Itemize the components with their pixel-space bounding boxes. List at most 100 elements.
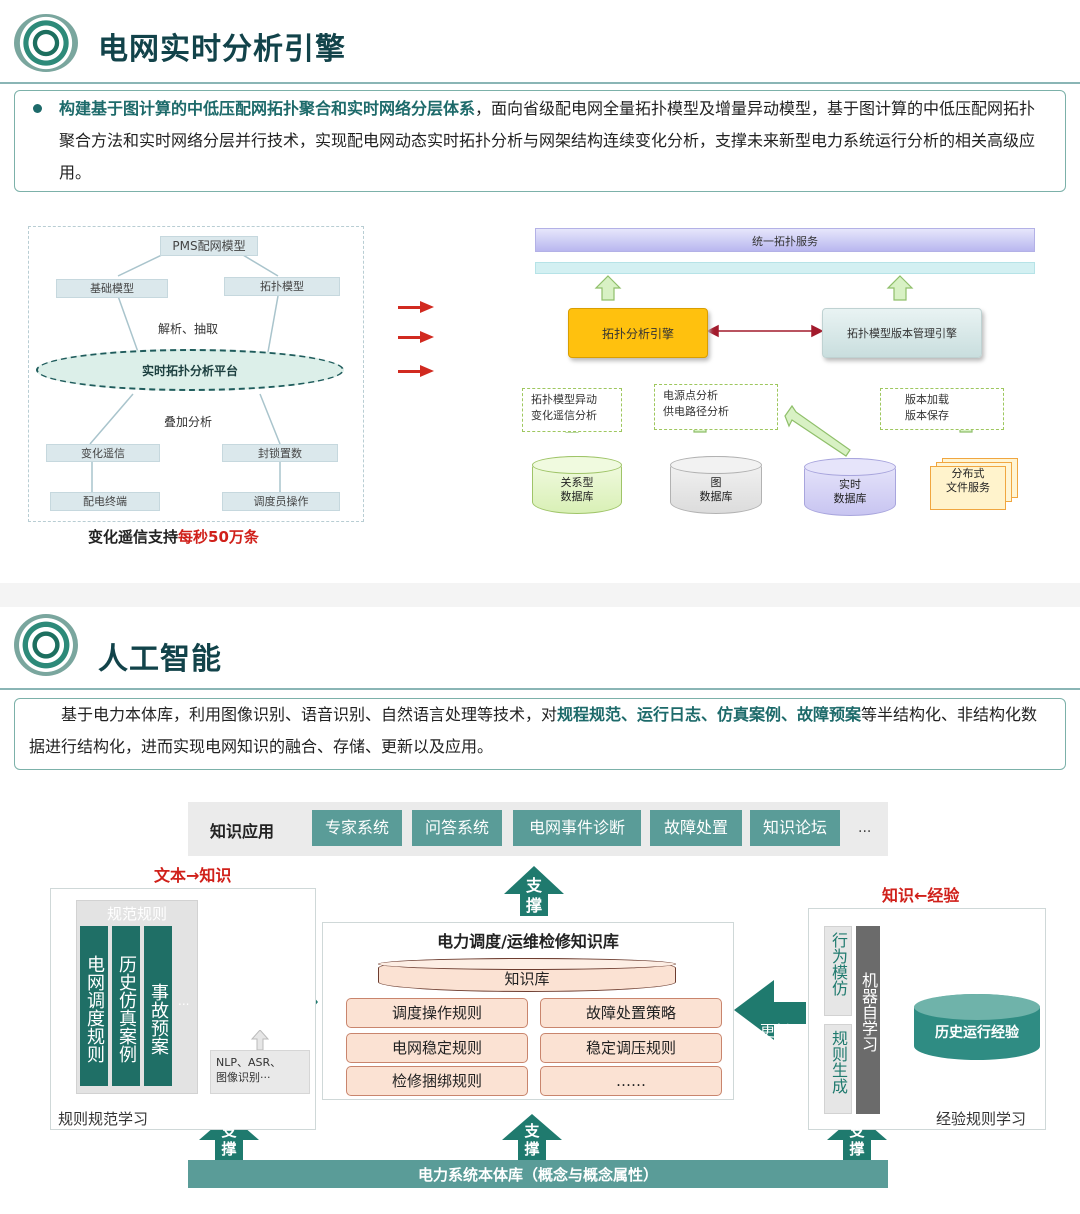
graph-db-top (670, 456, 762, 474)
rules-title: 规范规则 (106, 905, 167, 923)
ontology-label: 电力系统本体库（概念与概念属性） (417, 1166, 658, 1184)
relational-db-top (532, 456, 622, 474)
app-forum: 知识论坛 (750, 810, 840, 846)
history-cylinder-top (914, 994, 1040, 1020)
rule-gen-box (824, 1024, 852, 1114)
topo-change-line1: 拓扑模型异动 (531, 393, 597, 406)
cyan-bar (535, 262, 1035, 274)
platform-ellipse (36, 349, 344, 391)
app-expert: 专家系统 (312, 810, 402, 846)
kb-label: 知识库 (504, 970, 550, 988)
realtime-db-top (804, 458, 896, 476)
knowledge-from-exp: 知识←经验 (882, 886, 960, 905)
kb-rule: 电网稳定规则 (346, 1033, 528, 1063)
file-service-l1: 分布式 (951, 467, 985, 480)
intro-a: 基于电力本体库，利用图像识别、语音识别、自然语言处理等技术，对 (61, 705, 558, 724)
section2-intro: 基于电力本体库，利用图像识别、语音识别、自然语言处理等技术，对规程规范、运行日志… (14, 698, 1066, 770)
left-diagram-lines (89, 251, 281, 492)
version-load-line1: 版本加载 (905, 393, 949, 406)
app-fault: 故障处置 (650, 810, 742, 846)
file-service-label: 分布式文件服务 (930, 467, 1006, 495)
telemetry-box: 变化遥信 (46, 444, 160, 462)
small-up-arrow-icon (250, 1030, 270, 1050)
ml-label: 机器自学习 (859, 972, 878, 1052)
text-to-knowledge: 文本→知识 (154, 866, 232, 885)
power-path-line1: 电源点分析 (663, 389, 718, 402)
kb-rule: 故障处置策略 (540, 998, 722, 1028)
apps-label: 知识应用 (210, 822, 275, 841)
topo-change-line2: 变化遥信分析 (531, 409, 597, 422)
section1-intro: 构建基于图计算的中低压配网拓扑聚合和实时网络分层体系，面向省级配电网全量拓扑模型… (14, 90, 1066, 192)
rules-more: ... (178, 994, 190, 1008)
power-path-line2: 供电路径分析 (663, 405, 729, 418)
intro-highlight: 构建基于图计算的中低压配网拓扑聚合和实时网络分层体系 (59, 99, 476, 118)
power-path-box: 电源点分析 供电路径分析 (654, 384, 778, 430)
nlp-box (210, 1050, 310, 1094)
relational-db-l1: 关系型 (560, 476, 594, 489)
relational-db-l2: 数据库 (560, 490, 594, 503)
app-more: ... (858, 820, 872, 836)
dispatcher-box: 调度员操作 (222, 492, 340, 511)
file-service-icon-front (930, 466, 1006, 510)
support-label: 支撑 (849, 1122, 865, 1158)
divider (0, 82, 1080, 84)
support-label: 支撑 (524, 1122, 540, 1158)
section-separator (0, 583, 1080, 607)
base-model-box: 基础模型 (56, 279, 168, 298)
topo-model-box: 拓扑模型 (224, 277, 340, 296)
version-load-line2: 版本保存 (905, 409, 949, 422)
imitation-box (824, 926, 852, 1016)
kb-rule: 调度操作规则 (346, 998, 528, 1028)
terminal-box: 配电终端 (50, 492, 160, 511)
graph-db-l1: 图 (710, 476, 722, 489)
section2-title: 人工智能 (98, 642, 222, 677)
caption-prefix: 变化遥信支持 (88, 528, 179, 546)
section1-title: 电网实时分析引擎 (98, 32, 346, 67)
caption-red: 每秒50万条 (178, 528, 259, 546)
intro-c: 等半结构化、非结构化数据进行结构化，进而实现电网知识的融合、存储、更新以及应用。 (29, 705, 1038, 756)
app-qa: 问答系统 (412, 810, 502, 846)
right-caption: 经验规则学习 (936, 1110, 1027, 1128)
imitation-label: 行为模仿 (829, 932, 848, 996)
intro-text: ，面向省级配电网全量拓扑模型及增量异动模型，基于图计算的中低压配网拓扑聚合方法和… (59, 99, 1036, 182)
realtime-db-l2: 数据库 (833, 492, 867, 505)
pms-model-box: PMS配网模型 (160, 236, 258, 256)
version-load-box: 版本加载 版本保存 (880, 388, 1004, 430)
divider (0, 688, 1080, 690)
update-label: 更新 (760, 1022, 791, 1040)
realtime-db-l1: 实时 (839, 478, 861, 491)
rule-gen-label: 规则生成 (829, 1030, 848, 1094)
history-label: 历史运行经验 (935, 1025, 1019, 1041)
realtime-db-label: 实时数据库 (804, 478, 896, 506)
support-label: 支撑 (221, 1122, 237, 1158)
graph-db-l2: 数据库 (699, 490, 733, 503)
left-caption: 规则规范学习 (58, 1110, 149, 1128)
topo-change-box: 拓扑模型异动 变化遥信分析 (522, 388, 622, 432)
rule-col-dispatch: 电网调度规则 (80, 926, 108, 1086)
diagram-caption: 变化遥信支持每秒50万条 (88, 526, 259, 547)
file-service-l2: 文件服务 (946, 481, 990, 494)
graph-db-label: 图数据库 (670, 476, 762, 504)
kb-title: 电力调度/运维检修知识库 (437, 932, 619, 951)
kb-rule: …… (540, 1066, 722, 1096)
company-logo (14, 14, 78, 72)
rule-col-history: 历史仿真案例 (112, 926, 140, 1086)
parse-label: 解析、抽取 (158, 322, 219, 336)
extract-label: 抽取转译 (222, 996, 287, 1015)
ml-bar (856, 926, 880, 1114)
lock-box: 封锁置数 (222, 444, 338, 462)
intro-b: 规程规范、运行日志、仿真案例、故障预案 (557, 705, 862, 724)
version-engine-box (822, 308, 982, 358)
ontology-bar (188, 1160, 888, 1188)
kb-cylinder-top (378, 958, 676, 970)
topo-engine-box (568, 308, 708, 358)
relational-db-label: 关系型数据库 (532, 476, 622, 504)
left-diagram-frame (28, 226, 364, 522)
nlp-label: NLP、ASR、图像识别··· (216, 1056, 282, 1084)
support-label-top: 支撑 (525, 876, 542, 915)
kb-rule: 检修捆绑规则 (346, 1066, 528, 1096)
topo-engine-label: 拓扑分析引擎 (601, 327, 674, 341)
company-logo (14, 614, 78, 676)
rule-col-accident: 事故预案 (144, 926, 172, 1086)
unified-service-bar (535, 228, 1035, 252)
